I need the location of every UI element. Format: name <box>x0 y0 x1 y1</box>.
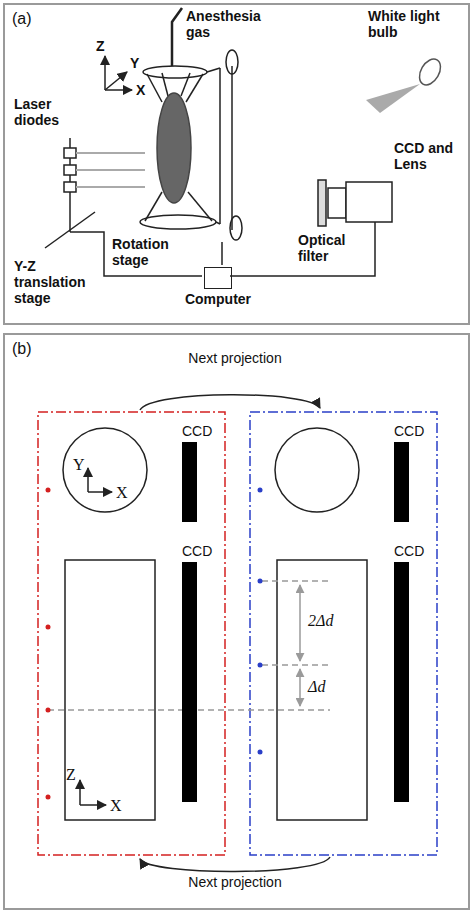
ccd-bar: CCD <box>182 442 197 522</box>
part-label: Laser diodes <box>14 96 86 128</box>
ccd-bar: CCD <box>182 562 197 802</box>
projection-drawing <box>38 395 437 872</box>
part-label: Rotation stage <box>112 236 178 268</box>
note: Anesthesia gas <box>186 8 278 40</box>
axis-label: X <box>110 797 122 815</box>
part-label: CCD <box>182 543 212 559</box>
part-label: CCD <box>394 423 424 439</box>
part-label: CCD <box>394 543 424 559</box>
dimension-label: Δd <box>308 678 325 696</box>
ccd-bar: CCD <box>394 442 409 522</box>
part-label: Y-Z translation stage <box>14 258 100 306</box>
part-label: Optical filter <box>298 232 362 264</box>
panel-letter: (a) <box>12 10 32 28</box>
arrow-label: Next projection <box>185 874 285 890</box>
axis-label: Y <box>130 55 139 71</box>
part-label: White light bulb <box>368 8 448 40</box>
panel-frame: (b) CCD CCD CCD CCD <box>3 333 470 910</box>
axis-label: Z <box>96 38 105 54</box>
axis-label: Z <box>66 766 76 784</box>
part-label: CCD <box>182 423 212 439</box>
dimension-label: 2Δd <box>308 612 333 630</box>
axis-label: X <box>116 484 128 502</box>
arrow-label: Next projection <box>185 350 285 366</box>
axis-label: Y <box>73 456 85 474</box>
part-label: CCD and Lens <box>394 140 470 172</box>
axis-label: X <box>136 82 145 98</box>
ccd-bar: CCD <box>394 562 409 802</box>
panel-letter: (b) <box>12 340 32 358</box>
setup-drawing <box>45 8 445 276</box>
computer-box: Computer <box>204 267 232 289</box>
part-label: Computer <box>185 291 251 307</box>
